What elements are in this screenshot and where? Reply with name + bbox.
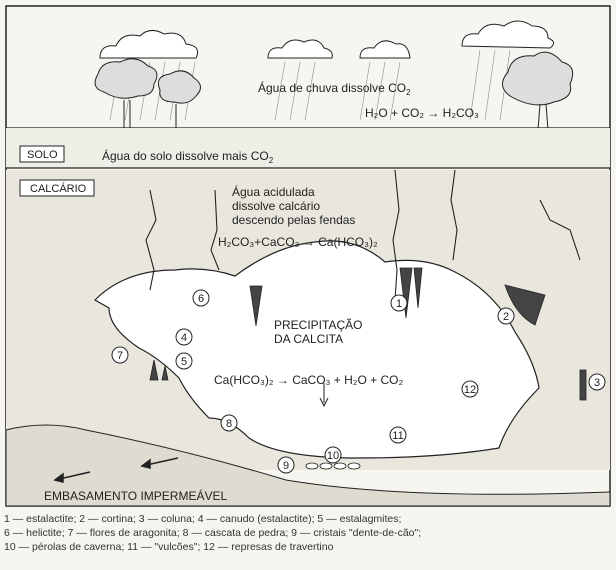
solo-label: SOLO <box>27 149 58 161</box>
equation-2: H₂CO₃+CaCO₃ → Ca(HCO₃)₂ <box>218 235 378 249</box>
soil-layer <box>6 128 610 168</box>
equation-3: Ca(HCO₃)₂ → CaCO₃ + H₂O + CO₂ <box>214 373 403 387</box>
precip-line-2: DA CALCITA <box>274 332 343 346</box>
acid-line-1: Água acidulada <box>232 184 315 199</box>
svg-text:5: 5 <box>181 356 187 368</box>
rain-label: Água de chuva dissolve CO2 <box>258 80 411 97</box>
svg-text:9: 9 <box>283 460 289 472</box>
svg-text:1: 1 <box>396 298 402 310</box>
embasamento-label: EMBASAMENTO IMPERMEÁVEL <box>44 488 227 503</box>
precip-line-1: PRECIPITAÇÃO <box>274 318 362 332</box>
calcario-label: CALCÁRIO <box>30 182 87 195</box>
svg-text:11: 11 <box>392 430 403 442</box>
soil-water-label: Água do solo dissolve mais CO2 <box>102 148 274 165</box>
legend-line-2: 6 — helictite; 7 — flores de aragonita; … <box>4 526 612 540</box>
acid-line-2: dissolve calcário <box>232 199 320 213</box>
legend: 1 — estalactite; 2 — cortina; 3 — coluna… <box>4 512 612 554</box>
svg-text:3: 3 <box>594 377 600 389</box>
svg-text:10: 10 <box>327 450 339 462</box>
svg-text:6: 6 <box>198 293 204 305</box>
svg-text:7: 7 <box>117 350 123 362</box>
acid-line-3: descendo pelas fendas <box>232 213 355 227</box>
svg-text:4: 4 <box>181 332 187 344</box>
equation-1: H₂O + CO₂ → H₂CO₃ <box>365 106 479 120</box>
legend-line-1: 1 — estalactite; 2 — cortina; 3 — coluna… <box>4 512 612 526</box>
svg-text:8: 8 <box>226 418 232 430</box>
svg-text:2: 2 <box>503 311 509 323</box>
legend-line-3: 10 — pérolas de caverna; 11 — "vulcões";… <box>4 540 612 554</box>
column <box>580 370 586 400</box>
svg-text:12: 12 <box>464 384 476 396</box>
